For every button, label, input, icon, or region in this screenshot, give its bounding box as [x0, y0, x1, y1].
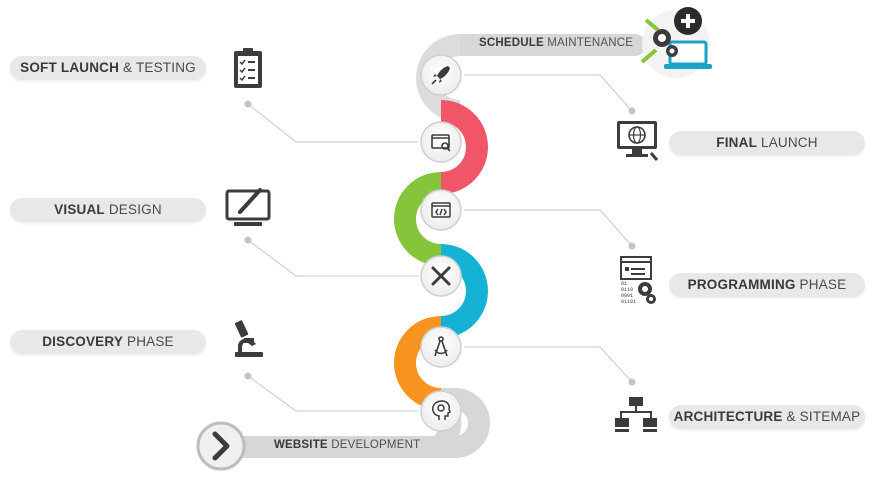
schedule-maintenance-bold: SCHEDULE: [479, 37, 544, 49]
node-ruler-pencil: [420, 255, 462, 297]
stage-final-launch-rest: LAUNCH: [757, 135, 818, 150]
node-browser-search: [420, 121, 462, 163]
schedule-maintenance-rest: MAINTENANCE: [543, 37, 634, 49]
compass-icon: [434, 336, 448, 357]
stage-architecture-rest: & SITEMAP: [782, 409, 861, 424]
svg-text:01101: 01101: [621, 299, 636, 305]
code-window-icon: [431, 202, 451, 218]
stage-visual-design-bold: VISUAL: [54, 202, 105, 217]
stage-programming-bold: PROGRAMMING: [687, 277, 796, 292]
schedule-maintenance-label: SCHEDULE MAINTENANCE: [479, 37, 633, 49]
node-code-window: [420, 189, 462, 231]
stage-soft-launch-rest: & TESTING: [119, 60, 196, 75]
cyan-arc: [440, 244, 488, 338]
red-arc: [440, 100, 488, 194]
laptop-gears-plus-icon: [640, 7, 712, 78]
chevron-right-icon: [212, 431, 230, 461]
ruler-pencil-icon: [431, 266, 451, 286]
rocket-icon: [431, 66, 450, 85]
checklist-icon: [234, 48, 262, 88]
stage-soft-launch-bold: SOFT LAUNCH: [20, 60, 120, 75]
stage-programming-rest: PHASE: [795, 277, 847, 292]
stage-discovery-rest: PHASE: [123, 334, 174, 349]
stage-discovery-phase: DISCOVERY PHASE: [10, 330, 206, 354]
stage-visual-design: VISUAL DESIGN: [10, 198, 206, 222]
website-development-rest: DEVELOPMENT: [327, 439, 421, 451]
browser-search-icon: [431, 134, 451, 152]
stage-architecture-sitemap: ARCHITECTURE & SITEMAP: [669, 405, 865, 429]
head-gear-icon: [432, 400, 451, 420]
microscope-icon: [234, 320, 263, 357]
globe-monitor-icon: [617, 121, 659, 161]
sitemap-icon: [615, 397, 657, 432]
stage-architecture-bold: ARCHITECTURE: [673, 409, 783, 424]
stage-soft-launch-testing: SOFT LAUNCH & TESTING: [10, 56, 206, 80]
node-compass: [420, 326, 462, 368]
stage-final-launch: FINAL LAUNCH: [669, 131, 865, 155]
stage-final-launch-bold: FINAL: [716, 135, 758, 150]
website-development-label: WEBSITE DEVELOPMENT: [274, 439, 420, 451]
monitor-pen-icon: [225, 188, 271, 226]
start-button: [196, 421, 246, 471]
website-development-bold: WEBSITE: [274, 439, 328, 451]
code-gears-icon: 01 0110 0001 01101: [620, 256, 656, 305]
svg-text:0001: 0001: [621, 293, 633, 299]
stage-visual-design-rest: DESIGN: [104, 202, 162, 217]
orange-arc: [394, 316, 442, 410]
stage-programming-phase: PROGRAMMING PHASE: [669, 273, 865, 297]
node-rocket: [420, 54, 462, 96]
svg-text:0110: 0110: [621, 287, 633, 293]
green-arc: [394, 172, 442, 266]
svg-text:01: 01: [621, 281, 627, 287]
node-head-gear: [420, 390, 462, 432]
connectors: [247, 74, 633, 412]
connector-dots: [244, 100, 636, 386]
stage-discovery-bold: DISCOVERY: [42, 334, 124, 349]
